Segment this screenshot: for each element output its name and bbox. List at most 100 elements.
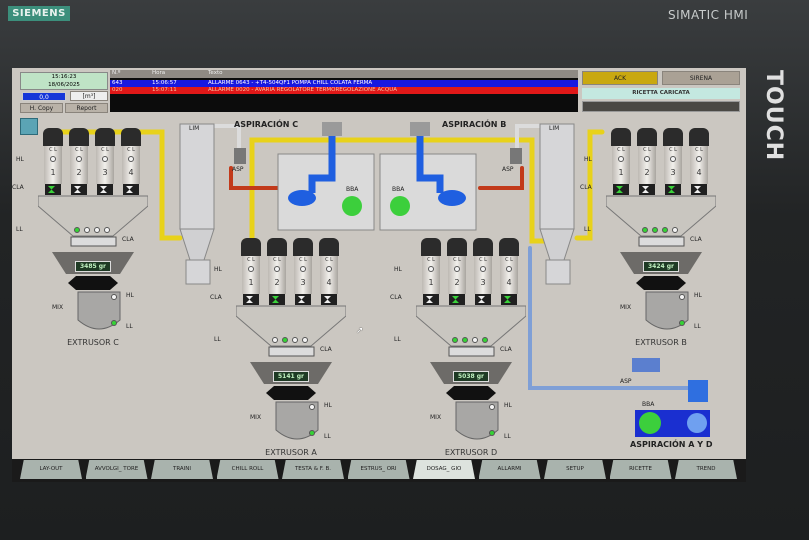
silo-cl-label: C L <box>505 257 513 263</box>
cla-valve-icon[interactable] <box>478 296 485 303</box>
cla-valve-icon[interactable] <box>694 186 701 193</box>
silo-base <box>243 294 259 305</box>
cla-outlet-label: CLA <box>122 236 134 243</box>
silo-cl-label: C L <box>669 147 677 153</box>
silo-hl-indicator <box>480 266 486 272</box>
tab-setup[interactable]: SETUP <box>544 460 606 479</box>
silo[interactable]: C L 3 <box>293 238 313 306</box>
unit-button[interactable]: [m³] <box>70 91 108 101</box>
tab-traini[interactable]: TRAINI <box>151 460 213 479</box>
silo[interactable]: C L 2 <box>637 128 657 196</box>
sirena-button[interactable]: SIRENA <box>662 71 740 85</box>
hcopy-button[interactable]: H. Copy <box>20 103 63 113</box>
tab-chill-roll[interactable]: CHILL ROLL <box>216 460 279 479</box>
cla-valve-icon[interactable] <box>642 186 649 193</box>
mixer-hl-indicator <box>679 294 685 300</box>
silo[interactable]: C L 1 <box>421 238 441 306</box>
silo[interactable]: C L 4 <box>319 238 339 306</box>
silo-cl-label: C L <box>617 147 625 153</box>
silo[interactable]: C L 1 <box>241 238 261 306</box>
silo-hl-indicator <box>102 156 108 162</box>
bba-label-b: BBA <box>392 186 405 193</box>
cla-valve-icon[interactable] <box>616 186 623 193</box>
silo[interactable]: C L 3 <box>95 128 115 196</box>
cla-valve-icon[interactable] <box>246 296 253 303</box>
asp-label-b: ASP <box>502 166 514 173</box>
alarm-row[interactable]: 643 15:06:57 ALLARME 0643 - +T4-504QF1 P… <box>110 80 578 87</box>
weight-display: 5141 gr <box>273 371 309 382</box>
silo[interactable]: C L 1 <box>43 128 63 196</box>
ll-indicator <box>642 227 648 233</box>
cla-valve-icon[interactable] <box>324 296 331 303</box>
cla-valve-icon[interactable] <box>48 186 55 193</box>
cla-valve-icon[interactable] <box>504 296 511 303</box>
silo-hl-indicator <box>454 266 460 272</box>
mixer-ll-indicator <box>111 320 117 326</box>
alarm-table[interactable]: N.º Hora Texto 643 15:06:57 ALLARME 0643… <box>110 70 578 112</box>
report-button[interactable]: Report <box>65 103 108 113</box>
cla-valve-icon[interactable] <box>272 296 279 303</box>
aspiration-c-label: ASPIRACIÓN C <box>234 120 299 129</box>
status-bar <box>582 101 740 112</box>
screen-menu-icon[interactable] <box>20 118 38 135</box>
mixer-hl-label: HL <box>504 402 512 409</box>
tab-dosag-gio[interactable]: DOSAG_ GIO <box>413 460 475 479</box>
silo-cl-label: C L <box>247 257 255 263</box>
tab-estrus-ori[interactable]: ESTRUS_ ORI <box>347 460 410 479</box>
silo-loader <box>663 128 683 146</box>
silo-loader <box>95 128 115 146</box>
tab-avvolgi-tore[interactable]: AVVOLGI_ TORE <box>85 460 148 479</box>
lim-label-b: LIM <box>549 125 560 132</box>
silo[interactable]: C L 4 <box>121 128 141 196</box>
cla-valve-icon[interactable] <box>668 186 675 193</box>
ll-indicator <box>472 337 478 343</box>
silo[interactable]: C L 3 <box>473 238 493 306</box>
tab-allarmi[interactable]: ALLARMI <box>478 460 541 479</box>
ack-button[interactable]: ACK <box>582 71 658 85</box>
extruder-name: EXTRUSOR C <box>67 338 119 347</box>
tab-testa-f-b[interactable]: TESTA & F. B. <box>282 460 344 479</box>
silo-body <box>122 146 140 184</box>
cla-outlet-label: CLA <box>320 346 332 353</box>
cla-valve-icon[interactable] <box>426 296 433 303</box>
mixer-hl-label: HL <box>324 402 332 409</box>
hopper-graphic <box>38 195 148 330</box>
cla-valve-icon[interactable] <box>126 186 133 193</box>
silo-hl-indicator <box>428 266 434 272</box>
silo[interactable]: C L 4 <box>689 128 709 196</box>
silo-body <box>422 256 440 294</box>
silo[interactable]: C L 2 <box>267 238 287 306</box>
mixer-ll-label: LL <box>694 323 701 330</box>
silo-body <box>690 146 708 184</box>
cla-label: CLA <box>210 294 222 301</box>
silo[interactable]: C L 2 <box>69 128 89 196</box>
silo-cl-label: C L <box>127 147 135 153</box>
hl-label: HL <box>214 266 222 273</box>
silo-body <box>500 256 518 294</box>
alarm-row[interactable]: 020 15:07:11 ALLARME 0020 - AVARIA REGOL… <box>110 87 578 94</box>
ll-label: LL <box>394 336 401 343</box>
cla-valve-icon[interactable] <box>452 296 459 303</box>
dosing-group-b: C L 1 C L 2 C L 3 C L 4 <box>580 128 716 348</box>
cla-valve-icon[interactable] <box>100 186 107 193</box>
silo-number: 4 <box>696 168 702 177</box>
alarm-text: ALLARME 0643 - +T4-504QF1 POMPA CHILL CO… <box>208 80 373 86</box>
silo-number: 1 <box>50 168 56 177</box>
silo[interactable]: C L 1 <box>611 128 631 196</box>
lim-label-c: LIM <box>189 125 200 132</box>
silo[interactable]: C L 2 <box>447 238 467 306</box>
weight-display: 3424 gr <box>643 261 679 272</box>
extruder-name: EXTRUSOR B <box>635 338 687 347</box>
silo-base <box>269 294 285 305</box>
asp-label-ad: ASP <box>620 378 632 385</box>
silo-hl-indicator <box>326 266 332 272</box>
cla-valve-icon[interactable] <box>298 296 305 303</box>
ll-indicator <box>282 337 288 343</box>
silo[interactable]: C L 4 <box>499 238 519 306</box>
tab-ricette[interactable]: RICETTE <box>609 460 672 479</box>
tab-trend[interactable]: TREND <box>675 460 737 479</box>
silo-hl-indicator <box>300 266 306 272</box>
silo[interactable]: C L 3 <box>663 128 683 196</box>
tab-lay-out[interactable]: LAY-OUT <box>20 460 82 479</box>
cla-valve-icon[interactable] <box>74 186 81 193</box>
